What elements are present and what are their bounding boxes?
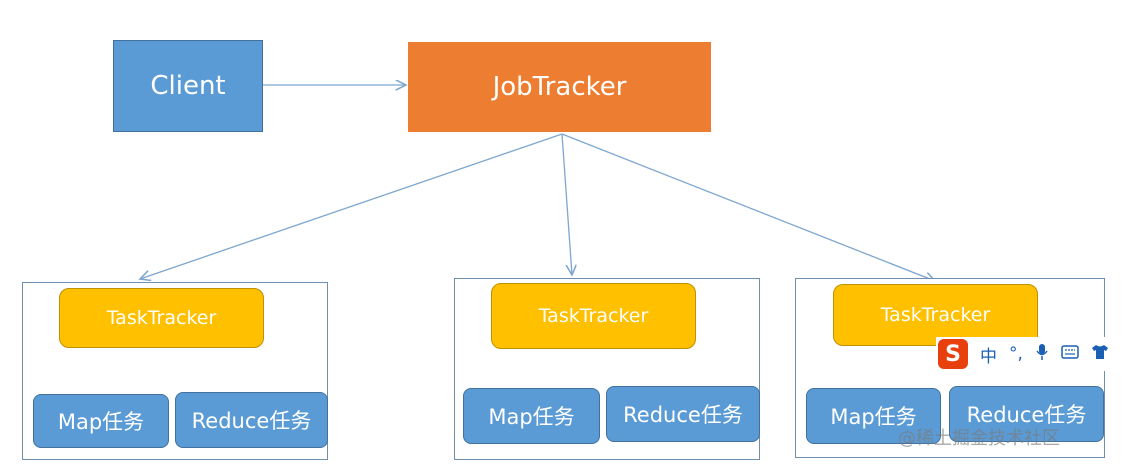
reduce-task-node: Reduce任务 (949, 386, 1104, 442)
ime-toolbar[interactable]: S 中 °, (936, 337, 1132, 371)
map-task-node: Map任务 (33, 394, 169, 448)
reduce-task-node: Reduce任务 (175, 392, 328, 448)
tasktracker-node: TaskTracker (833, 284, 1038, 346)
shirt-icon[interactable] (1091, 344, 1109, 365)
client-label: Client (150, 71, 226, 101)
keyboard-icon[interactable] (1061, 344, 1079, 364)
tasktracker-group-1: TaskTracker Map任务 Reduce任务 (22, 282, 328, 460)
tasktracker-label: TaskTracker (880, 304, 991, 326)
microphone-icon[interactable] (1035, 343, 1049, 366)
map-task-label: Map任务 (830, 405, 917, 429)
ime-lang-toggle[interactable]: 中 (980, 346, 997, 367)
map-task-node: Map任务 (463, 388, 600, 444)
ime-punct-toggle[interactable]: °, (1009, 344, 1023, 364)
sogou-logo-icon[interactable]: S (938, 339, 968, 369)
tasktracker-label: TaskTracker (106, 307, 217, 329)
edge-jobtracker-tt3 (561, 133, 935, 281)
client-node: Client (113, 40, 263, 132)
tasktracker-group-2: TaskTracker Map任务 Reduce任务 (454, 278, 760, 460)
jobtracker-node: JobTracker (408, 42, 711, 132)
reduce-task-node: Reduce任务 (606, 386, 760, 442)
jobtracker-label: JobTracker (492, 72, 627, 102)
edge-jobtracker-tt1 (140, 133, 563, 279)
watermark: @稀土掘金技术社区 (898, 428, 1060, 449)
map-task-label: Map任务 (488, 405, 575, 429)
reduce-task-label: Reduce任务 (623, 403, 743, 427)
map-task-node: Map任务 (806, 388, 941, 444)
ime-logo-text: S (945, 341, 961, 367)
tasktracker-label: TaskTracker (538, 305, 649, 327)
tasktracker-node: TaskTracker (491, 283, 696, 349)
edge-jobtracker-tt2 (561, 133, 572, 275)
reduce-task-label: Reduce任务 (191, 409, 312, 433)
reduce-task-label: Reduce任务 (966, 403, 1087, 427)
tasktracker-node: TaskTracker (59, 288, 264, 348)
map-task-label: Map任务 (57, 410, 145, 434)
